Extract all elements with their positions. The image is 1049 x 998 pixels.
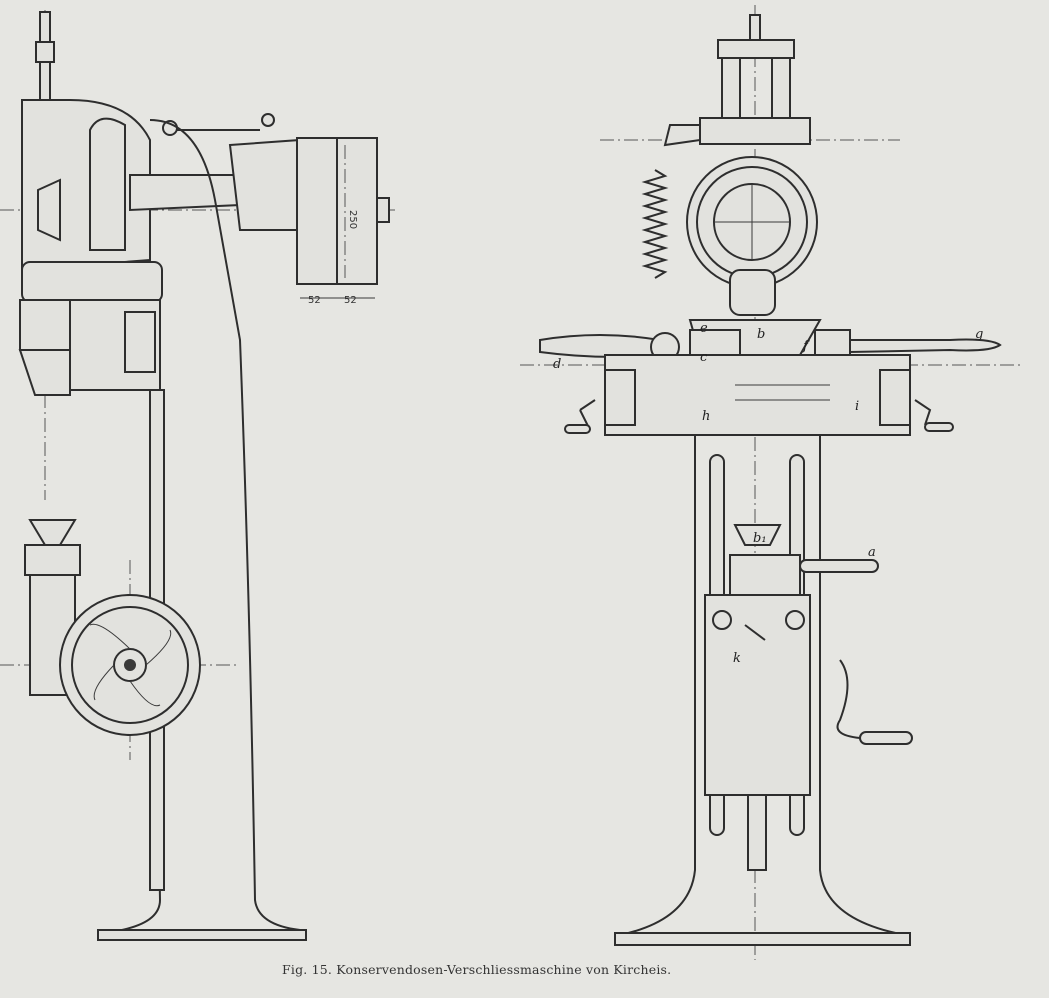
- dimension-height: 250: [347, 210, 358, 229]
- handle-a: [799, 559, 879, 573]
- handle-d: [539, 334, 661, 358]
- label-i: i: [855, 399, 859, 414]
- label-d: d: [553, 357, 561, 372]
- table-h: [604, 354, 911, 436]
- label-e: e: [700, 321, 708, 336]
- handwheel: [59, 594, 201, 736]
- label-h: h: [702, 409, 710, 424]
- roller-drum: [296, 137, 338, 285]
- handle-g: [849, 338, 1002, 354]
- label-a: a: [868, 545, 876, 560]
- dimension-width-left: 52: [308, 295, 321, 306]
- label-b: b: [757, 327, 765, 342]
- side-view-drawing: 250 52 52: [0, 10, 395, 941]
- label-f: f: [802, 339, 810, 354]
- flywheel: [686, 156, 818, 288]
- label-c: c: [700, 350, 708, 365]
- dimension-width-right: 52: [344, 295, 357, 306]
- label-b1: b₁: [753, 531, 767, 546]
- figure-caption: Fig. 15. Konservendosen-Verschliessmasch…: [282, 962, 672, 977]
- label-g: g: [975, 327, 983, 342]
- front-view-drawing: [520, 5, 1020, 960]
- spring: [641, 169, 669, 279]
- label-k: k: [733, 651, 741, 666]
